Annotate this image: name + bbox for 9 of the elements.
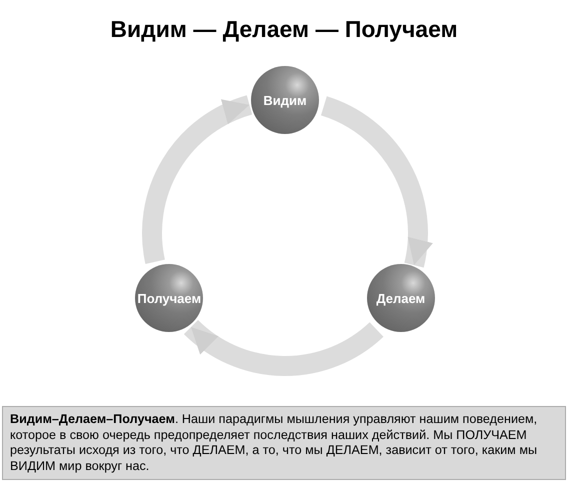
- diagram-title: Видим — Делаем — Получаем: [109, 16, 459, 43]
- curved-arrow: [142, 95, 253, 264]
- curved-arrow: [320, 96, 432, 267]
- node-label: Видим: [263, 92, 307, 108]
- sphere-node: [135, 264, 204, 332]
- node-label: Получаем: [137, 290, 202, 306]
- curved-arrow: [184, 320, 383, 376]
- node-label: Делаем: [376, 290, 426, 306]
- caption-text: Видим–Делаем–Получаем. Наши парадигмы мышления управляют нашим поведением, которое в свою очередь предопределяет последствия наших действий. Мы ПОЛУЧАЕМ результаты исходя из того, что ДЕЛАЕМ, а то, что мы ДЕЛАЕМ, зависит от того, каким мы ВИДИМ мир вокруг нас.: [2, 406, 566, 480]
